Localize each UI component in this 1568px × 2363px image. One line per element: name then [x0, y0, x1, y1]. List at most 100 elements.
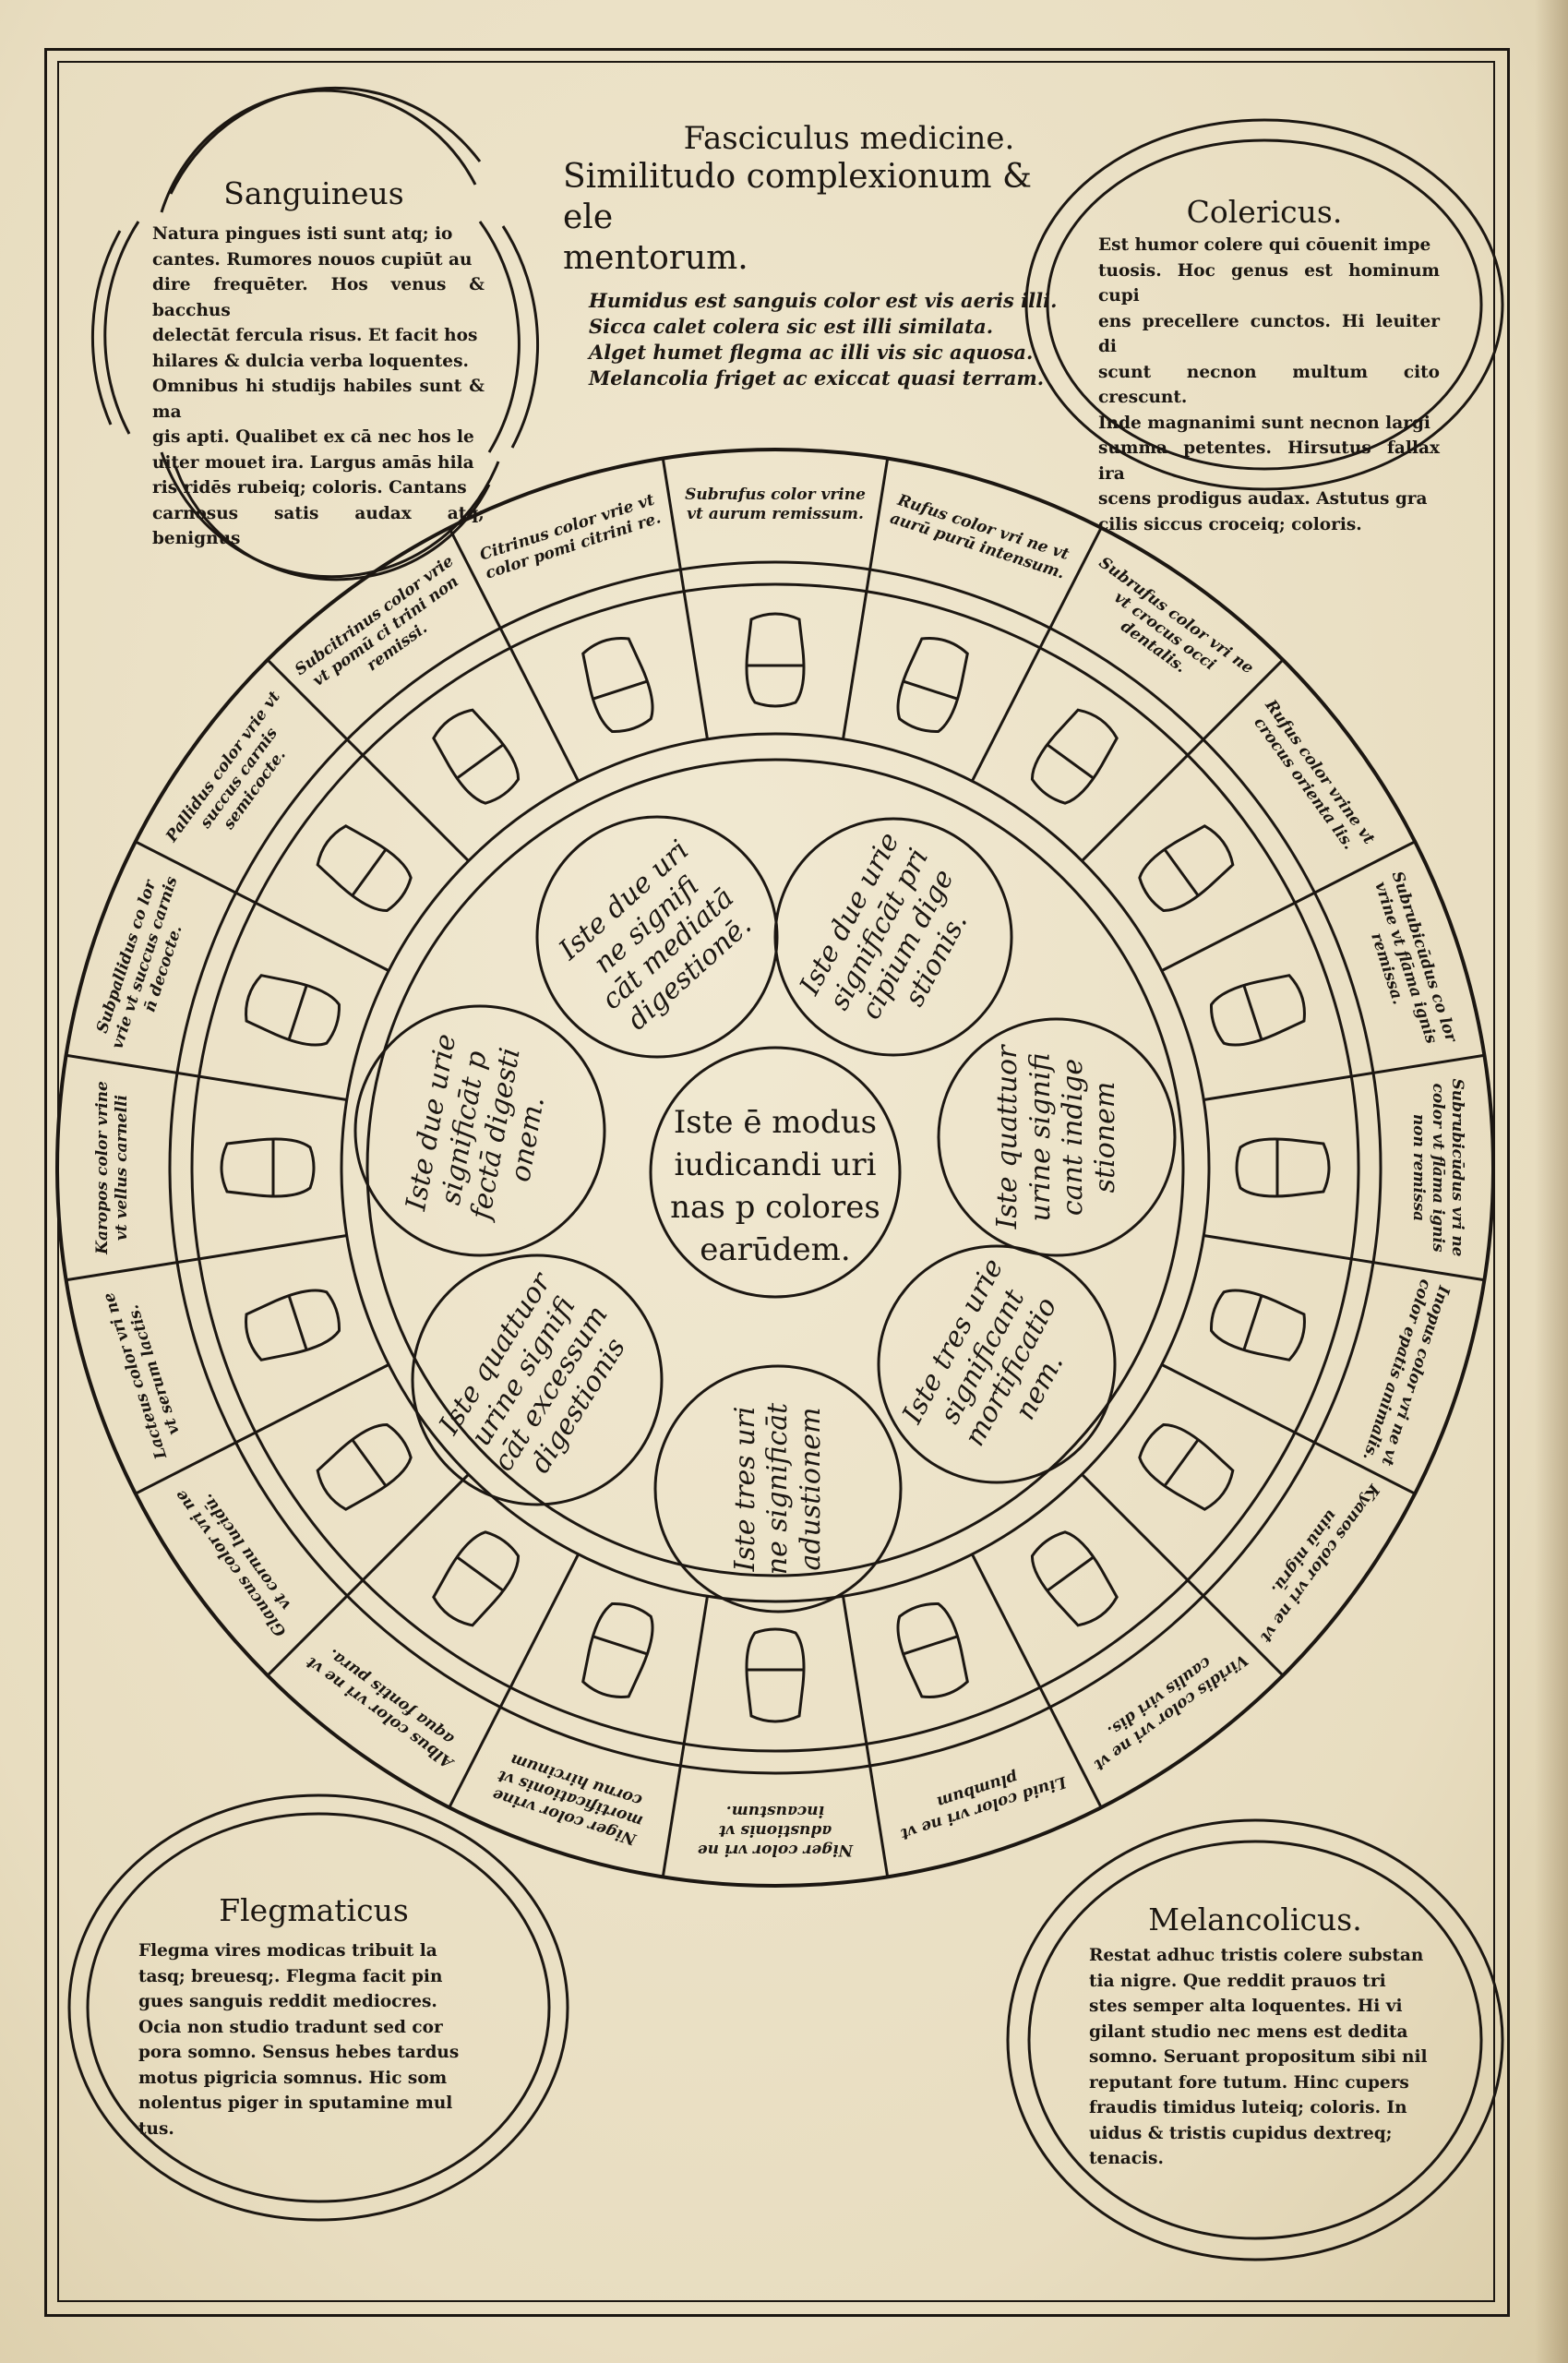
segment-divider [1203, 1234, 1485, 1282]
verse-line: Sicca calet colera sic est illi similata… [589, 315, 994, 338]
melancolicus-text: Restat adhuc tristis colere substan tia … [1089, 1943, 1430, 2172]
group-caption-right: Iste quattuor urine signifi cant indige … [951, 1031, 1163, 1243]
center-line: Iste ē modus [673, 1104, 878, 1141]
verse-line: Melancolia friget ac exiccat quasi terra… [589, 366, 1045, 390]
segment-divider [1161, 1363, 1416, 1495]
flegmaticus-title: Flegmaticus [219, 1892, 409, 1928]
segment-divider [266, 1473, 470, 1677]
segment-divider [135, 1363, 389, 1495]
text-line: ris ridēs rubeiq; coloris. Cantans [152, 478, 467, 498]
title-heading: Fasciculus medicine. [683, 120, 1015, 157]
urine-flasks [220, 612, 1331, 1723]
segment-divider [661, 1595, 709, 1877]
flegmaticus-text: Flegma vires modicas tribuit la tasq; br… [138, 1938, 498, 2141]
text-line: scens prodigus audax. Astutus gra [1098, 489, 1428, 509]
sanguineus-text: Natura pingues isti sunt atq; io cantes.… [152, 222, 485, 552]
page-edge-shadow [1535, 0, 1568, 2363]
text-line: Restat adhuc tristis colere substan [1089, 1946, 1424, 1965]
segment-divider [971, 527, 1103, 782]
text-line: dire frequēter. Hos venus & bacchus [152, 275, 485, 320]
urine-color-label: Karopos color vrine vt vellus carnelli [93, 1081, 131, 1254]
wheel-ring-label-inner [168, 560, 1382, 1775]
melancolicus-title: Melancolicus. [1148, 1901, 1362, 1937]
group-caption-left: Iste due urie significāt p fectā digesti… [357, 1008, 603, 1253]
elements-verses: Humidus est sanguis color est vis aeris … [589, 288, 1080, 391]
urine-flask-icon [745, 612, 806, 708]
text-line: hilares & dulcia verba loquentes. [152, 351, 469, 371]
text-line: cantes. Rumores nouos cupiūt au [152, 249, 473, 270]
medallion-flegmaticus [67, 1793, 569, 2222]
wheel-ring-core [365, 758, 1185, 1577]
wheel-ring-outer [55, 448, 1495, 1888]
group-caption-bottom: Iste tres uri ne significāt adustionem [672, 1383, 884, 1595]
text-line: Inde magnanimi sunt necnon largi [1098, 413, 1430, 433]
caption-line: Iste tres uri [728, 1406, 761, 1572]
urine-color-label: Niger color vri ne adustionis vt incaust… [697, 1802, 854, 1860]
medallion-colericus [1024, 118, 1504, 491]
text-line: Flegma vires modicas tribuit la [138, 1941, 437, 1961]
segment-divider [971, 1553, 1103, 1808]
segment-divider [266, 658, 470, 862]
caption-line: urine signifi [1023, 1052, 1057, 1222]
group-circle-top-right [773, 817, 1013, 1057]
text-line: tia nigre. Que reddit prauos tri [1089, 1971, 1386, 1991]
center-line: iudicandi uri [674, 1146, 877, 1183]
urine-flask-icon [1138, 1422, 1235, 1511]
group-circle-bottom [653, 1364, 903, 1613]
urine-flask-icon [581, 1602, 654, 1698]
text-line: summa petentes. Hirsutus fallax ira [1098, 438, 1440, 484]
urine-flask-icon [316, 824, 413, 913]
verse-line: Alget humet flegma ac illi vis sic aquos… [589, 341, 1034, 364]
urine-flask-icon [1030, 708, 1119, 805]
urine-flask-icon [745, 1627, 806, 1723]
center-caption: Iste ē modus iudicandi uri nas p colores… [646, 1085, 904, 1288]
center-circle [649, 1046, 902, 1299]
urine-flask-icon [316, 1422, 413, 1511]
urine-flask-icon [432, 1530, 521, 1627]
text-line: motus pigricia somnus. Hic som [138, 2068, 448, 2088]
text-line: stes semper alta loquentes. Hi vi [1089, 1997, 1403, 2016]
text-line: cilis siccus croceiq; coloris. [1098, 514, 1362, 534]
group-circle-bottom-right [877, 1244, 1117, 1484]
urine-flask-icon [1030, 1530, 1119, 1627]
urine-flask-icon [1210, 974, 1306, 1047]
urine-color-label: Subrubicūdus vri ne color vt flāma ignis… [1409, 1078, 1467, 1257]
segment-divider [66, 1053, 348, 1101]
group-circle-right [937, 1017, 1177, 1257]
text-line: tus. [138, 2118, 174, 2139]
caption-line: adustionem [794, 1407, 827, 1571]
segment-divider [1081, 658, 1285, 862]
group-circle-bottom-left [411, 1253, 664, 1506]
urine-flask-icon [896, 1602, 969, 1698]
segment-divider [1081, 1473, 1285, 1677]
center-line: earūdem. [700, 1231, 851, 1268]
text-line: reputant fore tutum. Hinc cupers [1089, 2072, 1409, 2093]
segment-dividers [66, 458, 1485, 1877]
text-line: nolentus piger in sputamine mul [138, 2093, 453, 2113]
outer-frame [44, 48, 1510, 2317]
segment-divider [1161, 840, 1416, 972]
text-line: tuosis. Hoc genus est hominum cupi [1098, 260, 1440, 306]
center-line: nas p colores [670, 1189, 880, 1226]
text-line: ens precellere cunctos. Hi leuiter di [1098, 311, 1440, 357]
caption-line: stionem [1089, 1081, 1122, 1193]
title-block: Fasciculus medicine. Similitudo complexi… [563, 120, 1080, 391]
urine-flask-icon [581, 637, 654, 733]
urine-flask-icon [1235, 1137, 1331, 1198]
wheel-ring-flask-outer [190, 582, 1360, 1753]
colericus-title: Colericus. [1186, 194, 1343, 230]
urine-flask-icon [896, 637, 969, 733]
segment-divider [135, 840, 389, 972]
wheel-ring-flask-inner [340, 732, 1211, 1603]
text-line: pora somno. Sensus hebes tardus [138, 2043, 460, 2062]
urine-flask-icon [1210, 1289, 1306, 1361]
group-circle-top-left [535, 815, 779, 1059]
urine-flask-icon [220, 1137, 316, 1198]
text-line: delectāt fercula risus. Et facit hos [152, 326, 478, 345]
segment-divider [448, 527, 580, 782]
urine-flask-icon [1138, 824, 1235, 913]
text-line: Est humor colere qui cōuenit impe [1098, 235, 1431, 255]
text-line: tasq; breuesq;. Flegma facit pin [138, 1966, 443, 1986]
urine-flask-icon [245, 1289, 341, 1361]
